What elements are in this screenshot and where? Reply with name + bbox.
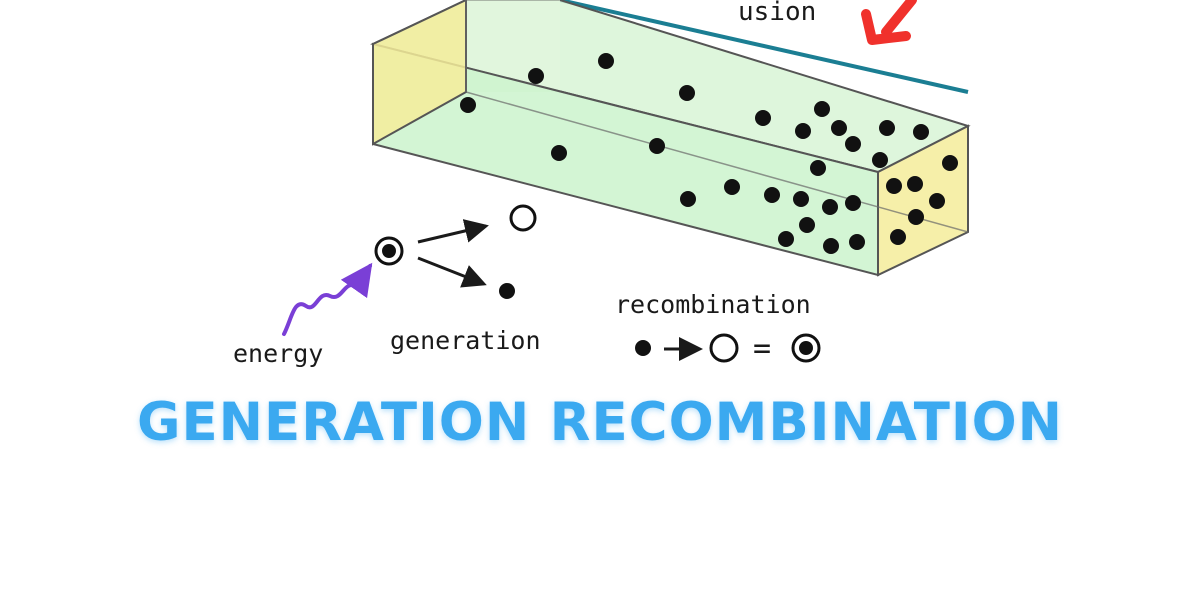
diffusion-label: usion xyxy=(738,0,816,27)
electron-dot-icon xyxy=(814,101,830,117)
electron-dot-icon xyxy=(680,191,696,207)
generation-diagram: energy generation xyxy=(233,204,541,368)
electron-dot-icon xyxy=(849,234,865,250)
electron-dot-icon xyxy=(635,340,651,356)
electron-dot-icon xyxy=(908,209,924,225)
wavy-energy-arrow-icon xyxy=(282,262,373,336)
electron-dot-icon xyxy=(822,199,838,215)
equals-sign: = xyxy=(753,331,771,366)
recombination-diagram: recombination = xyxy=(615,290,821,366)
electron-dot-icon xyxy=(679,85,695,101)
bound-pair-icon xyxy=(791,333,821,363)
electron-dot-icon xyxy=(913,124,929,140)
electron-dot-icon xyxy=(886,178,902,194)
electron-dot-icon xyxy=(551,145,567,161)
electron-dot-icon xyxy=(764,187,780,203)
electron-dot-icon xyxy=(942,155,958,171)
electron-dot-icon xyxy=(845,195,861,211)
electron-dot-icon xyxy=(598,53,614,69)
electron-dot-icon xyxy=(929,193,945,209)
hole-circle-icon xyxy=(509,204,537,232)
page-title: GENERATION RECOMBINATION xyxy=(136,392,1064,453)
recombination-label: recombination xyxy=(615,290,811,319)
electron-dot-icon xyxy=(879,120,895,136)
pointer-arrow-icon xyxy=(861,0,917,45)
generation-arrow-down xyxy=(417,256,487,288)
electron-dot-icon xyxy=(724,179,740,195)
electron-dot-icon xyxy=(793,191,809,207)
electron-dot-icon xyxy=(649,138,665,154)
electron-dot-icon xyxy=(823,238,839,254)
electron-dot-icon xyxy=(872,152,888,168)
electron-dot-icon xyxy=(799,217,815,233)
electron-dot-icon xyxy=(795,123,811,139)
bound-pair-icon xyxy=(374,236,404,266)
electron-dot-icon xyxy=(831,120,847,136)
top-boundary-line xyxy=(559,0,969,94)
electron-dot-icon xyxy=(499,283,515,299)
electron-dot-icon xyxy=(755,110,771,126)
energy-label: energy xyxy=(233,339,323,368)
electron-dot-icon xyxy=(845,136,861,152)
electron-dot-icon xyxy=(810,160,826,176)
electron-dot-icon xyxy=(778,231,794,247)
generation-arrow-up xyxy=(417,219,489,244)
generation-label: generation xyxy=(390,326,541,355)
electron-dot-icon xyxy=(907,176,923,192)
electron-dot-icon xyxy=(890,229,906,245)
electron-dot-icon xyxy=(528,68,544,84)
charge-carriers xyxy=(460,53,958,254)
hole-circle-icon xyxy=(709,333,739,363)
electron-dot-icon xyxy=(460,97,476,113)
